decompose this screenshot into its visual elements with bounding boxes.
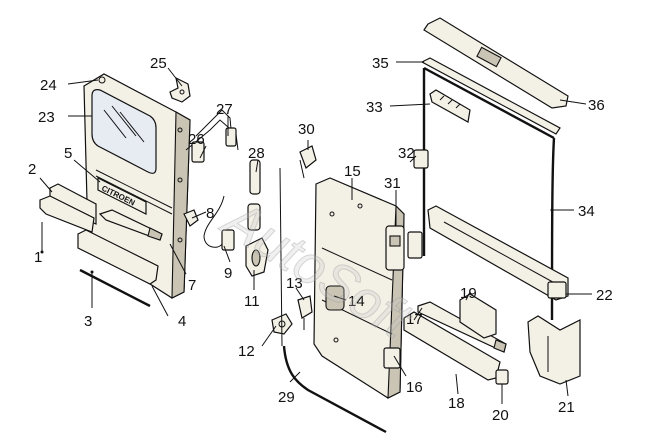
callout-17: 17 xyxy=(406,311,423,328)
sill-protector xyxy=(417,301,507,353)
callout-12: 12 xyxy=(238,343,255,360)
callout-18: 18 xyxy=(448,395,465,412)
callout-27: 27 xyxy=(216,101,233,118)
lock-key-insert xyxy=(297,295,313,330)
callout-9: 9 xyxy=(224,265,232,282)
hinge-bracket xyxy=(169,76,191,103)
lower-hinge-plate xyxy=(459,293,497,339)
lower-seal-strip xyxy=(282,345,387,434)
callout-5: 5 xyxy=(64,145,72,162)
callout-15: 15 xyxy=(344,163,361,180)
callout-30: 30 xyxy=(298,121,315,138)
callout-3: 3 xyxy=(84,313,92,330)
connecting-rod xyxy=(279,145,317,347)
callout-4: 4 xyxy=(178,313,186,330)
callout-31: 31 xyxy=(384,175,401,192)
callout-1: 1 xyxy=(34,249,42,266)
callout-11: 11 xyxy=(244,293,260,310)
callout-33: 33 xyxy=(366,99,383,116)
callout-labels: 1 2 3 4 5 7 8 9 11 12 13 14 15 16 17 18 … xyxy=(28,55,613,424)
right-door-lock-module xyxy=(385,225,405,271)
inner-handle xyxy=(245,237,269,277)
right-door-handle-recess xyxy=(325,285,345,311)
callout-8: 8 xyxy=(206,205,214,222)
bump-stop xyxy=(495,369,509,385)
callout-20: 20 xyxy=(492,407,509,424)
left-door-trim-panel-lower xyxy=(39,195,95,233)
callout-19: 19 xyxy=(460,285,477,302)
callout-16: 16 xyxy=(406,379,423,396)
callout-7: 7 xyxy=(188,277,196,294)
striker-plate xyxy=(407,231,423,259)
callout-25: 25 xyxy=(150,55,167,72)
left-door-handle-strip xyxy=(98,209,163,241)
callout-22: 22 xyxy=(596,287,613,304)
left-door-bottom-trim xyxy=(77,229,159,285)
callout-36: 36 xyxy=(588,97,605,114)
left-door-window-glass xyxy=(91,89,157,174)
right-door-hinge xyxy=(383,347,401,369)
upper-cross-member xyxy=(423,17,569,109)
callout-24: 24 xyxy=(40,77,57,94)
callout-leaders xyxy=(39,61,592,404)
callout-13: 13 xyxy=(286,275,303,292)
third-brake-light xyxy=(429,89,471,123)
callout-2: 2 xyxy=(28,161,36,178)
callout-32: 32 xyxy=(398,145,415,162)
door-check-strap xyxy=(247,159,261,231)
lower-cross-member xyxy=(427,205,569,301)
callout-14: 14 xyxy=(348,293,365,310)
right-pillar-trim xyxy=(527,315,581,385)
lock-clip xyxy=(183,209,199,227)
callout-34: 34 xyxy=(578,203,595,220)
upper-seal xyxy=(420,57,561,135)
remote-control-cable xyxy=(203,195,235,251)
hinge-cover xyxy=(413,149,429,169)
callout-21: 21 xyxy=(558,399,575,416)
callout-23: 23 xyxy=(38,109,55,126)
callout-35: 35 xyxy=(372,55,389,72)
callout-29: 29 xyxy=(278,389,295,406)
callout-26: 26 xyxy=(188,131,205,148)
callout-28: 28 xyxy=(248,145,265,162)
